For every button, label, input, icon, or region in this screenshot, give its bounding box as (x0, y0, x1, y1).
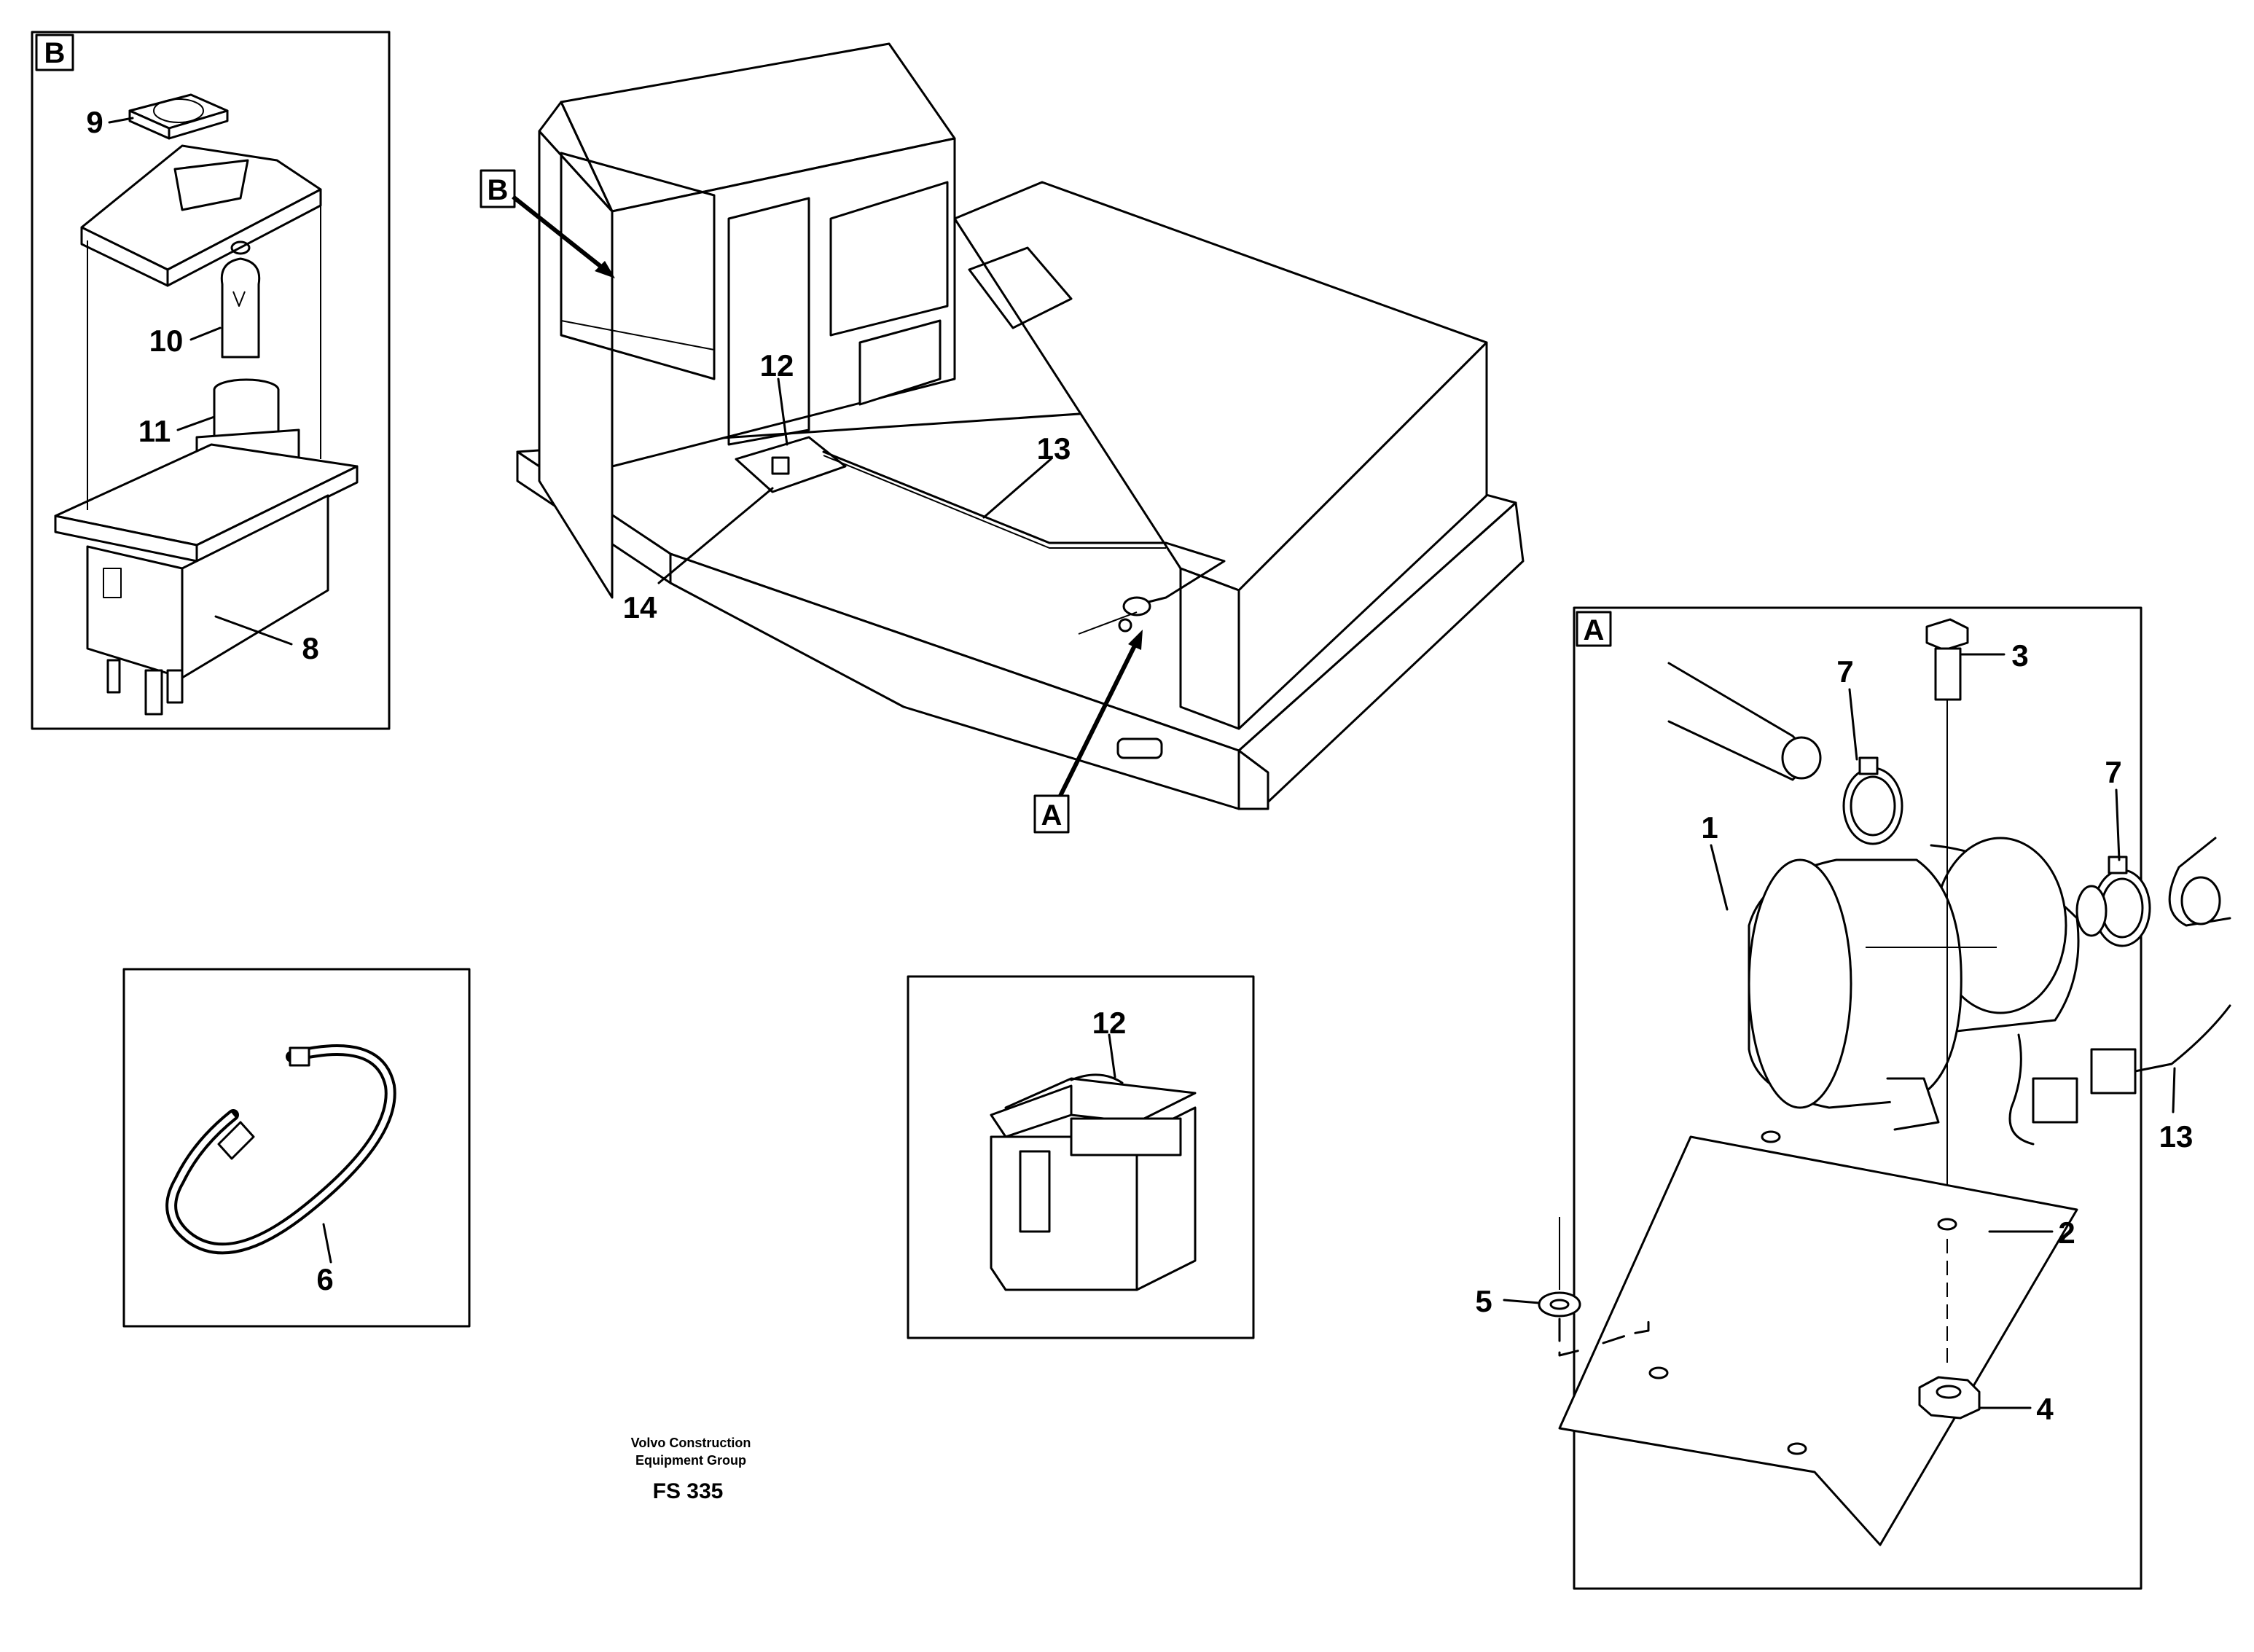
relay-in-cab (771, 456, 790, 475)
leader-13-detail (2172, 1067, 2176, 1113)
leader-7b (2115, 788, 2121, 861)
cable-tie-panel: 6 (122, 968, 471, 1328)
detail-b-label: B (44, 37, 66, 69)
detail-a-label-box (1576, 611, 1612, 647)
callout-9: 9 (86, 105, 103, 139)
leader-6 (322, 1223, 332, 1264)
leader-12-relay (1108, 1033, 1116, 1079)
cable-tie-frame (122, 968, 471, 1328)
horn-location (1078, 596, 1151, 635)
arrow-a (1058, 640, 1139, 797)
relay-frame (907, 975, 1255, 1339)
relay (990, 1073, 1197, 1291)
callout-13-machine: 13 (1037, 431, 1071, 466)
panel-plate (735, 436, 847, 493)
callout-13-detail: 13 (2159, 1119, 2194, 1154)
switch-cap (80, 144, 322, 287)
callout-1: 1 (1701, 810, 1718, 845)
leader-12-machine (777, 377, 788, 446)
arrow-b (512, 195, 606, 272)
leader-7a (1848, 688, 1858, 761)
leader-1 (1710, 844, 1729, 911)
cable-tie (165, 1044, 396, 1255)
operator-cab (538, 42, 956, 599)
callout-5: 5 (1475, 1284, 1492, 1318)
horn (1748, 837, 2108, 1131)
leader-13-machine (982, 458, 1052, 519)
footer-company-line2: Equipment Group (635, 1453, 746, 1468)
figure-footer: Volvo Construction Equipment Group FS 33… (631, 1436, 751, 1503)
footer-company-line1: Volvo Construction (631, 1436, 751, 1450)
leader-8 (214, 615, 293, 646)
leader-9 (108, 117, 134, 124)
hose-clamp-left (1842, 756, 1903, 845)
callout-2: 2 (2058, 1215, 2075, 1250)
machine-ref-a: A (1041, 799, 1063, 831)
leader-5 (1503, 1299, 1541, 1304)
mounting-bracket (1558, 1130, 2078, 1546)
callout-14: 14 (623, 590, 657, 625)
hose-clamp-right (2093, 856, 2151, 947)
callout-4: 4 (2036, 1392, 2054, 1426)
leader-10 (189, 326, 222, 341)
callout-8: 8 (302, 631, 318, 665)
callout-7b: 7 (2105, 755, 2121, 789)
detail-a-panel: A (1475, 606, 2231, 1590)
callout-10: 10 (149, 324, 184, 358)
detail-a-frame (1573, 606, 2143, 1590)
callout-12-relay: 12 (1092, 1006, 1127, 1040)
bolt (1925, 618, 1969, 1239)
wire-connectors (2008, 1004, 2231, 1146)
machine-overview: B A 12 13 14 (480, 42, 1525, 834)
switch-cover (128, 93, 229, 140)
detail-a-label: A (1584, 614, 1605, 646)
callout-3: 3 (2011, 638, 2028, 673)
leader-11 (176, 415, 216, 431)
footer-figure-number: FS 335 (653, 1479, 724, 1503)
detail-b-label-box (35, 34, 74, 71)
callout-6: 6 (316, 1262, 333, 1296)
detail-b-panel: B (31, 31, 391, 730)
callout-11: 11 (138, 414, 171, 448)
machine-ref-b: B (488, 174, 509, 206)
callout-7a: 7 (1836, 654, 1853, 689)
callout-12-machine: 12 (760, 348, 794, 383)
lamp-bulb (220, 240, 261, 359)
nut (1918, 1239, 1981, 1420)
relay-panel: 12 (907, 975, 1255, 1339)
switch-body (54, 204, 359, 716)
leader-14 (657, 487, 774, 584)
machine-ref-a-box (1033, 794, 1070, 834)
cable-harness (822, 450, 1226, 606)
detail-b-frame (31, 31, 391, 730)
washer (1538, 1217, 1650, 1357)
machine-ref-b-box (480, 169, 516, 208)
